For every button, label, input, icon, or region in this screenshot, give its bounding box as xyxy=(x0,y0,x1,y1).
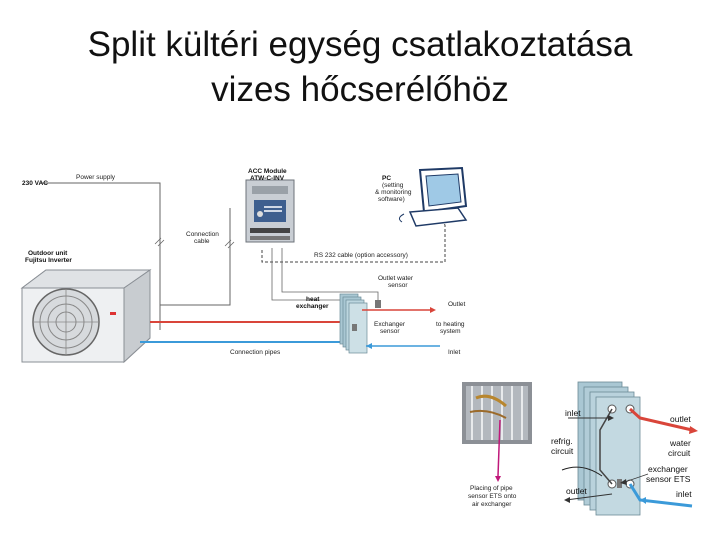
heating-label-1: to heating xyxy=(436,321,465,328)
acc-module xyxy=(245,179,295,243)
power-supply-label: Power supply xyxy=(76,174,116,181)
pc-line-4: software) xyxy=(378,196,405,203)
heat-exchanger xyxy=(339,293,368,354)
pc-line-2: (setting xyxy=(382,182,404,189)
exchanger-sensor-label-1: Exchanger xyxy=(374,321,406,328)
rs232-cable xyxy=(261,219,446,263)
detail-inlet-top: inlet xyxy=(565,408,581,418)
exchanger-sensor-label-2: sensor xyxy=(380,328,400,335)
outdoor-unit-label-2: Fujitsu Inverter xyxy=(25,257,72,264)
heat-exchanger-label-1: heat xyxy=(306,296,320,303)
connection-pipes-label: Connection pipes xyxy=(230,349,281,356)
detail-water-1: water xyxy=(669,438,691,448)
inlet-label: Inlet xyxy=(448,349,460,356)
sensor-photo: Placing of pipe sensor ETS onto air exch… xyxy=(462,382,532,508)
detail-exchanger: inlet outlet refrig. circuit water circu… xyxy=(551,381,698,516)
photo-label-3: air exchanger xyxy=(472,501,512,508)
detail-outlet-top: outlet xyxy=(670,414,691,424)
title-line-2: vizes hőcserélőhöz xyxy=(211,70,509,109)
slide-title: Split kültéri egység csatlakoztatása viz… xyxy=(0,22,720,112)
title-line-1: Split kültéri egység csatlakoztatása xyxy=(87,25,633,64)
detail-water-2: circuit xyxy=(668,448,691,458)
power-supply-wire xyxy=(40,182,161,330)
photo-label-1: Placing of pipe xyxy=(470,485,513,492)
pc-line-3: & monitoring xyxy=(375,189,412,196)
main-diagram: 230 VAC Power supply ACC Module ATW-C-IN… xyxy=(20,166,468,364)
connection-cable-label-2: cable xyxy=(194,238,210,245)
pc-icon xyxy=(398,166,468,227)
acc-module-model: ATW-C-INV xyxy=(250,175,285,182)
photo-label-2: sensor ETS onto xyxy=(468,493,517,500)
pc-title: PC xyxy=(382,175,391,182)
detail-inlet-bottom: inlet xyxy=(676,489,692,499)
outdoor-unit-label-1: Outdoor unit xyxy=(28,250,68,257)
front-plate xyxy=(595,396,641,516)
outdoor-unit xyxy=(20,269,152,364)
rs232-label: RS 232 cable (option accessory) xyxy=(314,252,408,259)
outlet-label: Outlet xyxy=(448,301,466,308)
acc-module-title: ACC Module xyxy=(248,168,287,175)
detail-exch-sensor-1: exchanger xyxy=(648,464,688,474)
voltage-label: 230 VAC xyxy=(22,180,48,187)
outlet-sensor-label-1: Outlet water xyxy=(378,275,414,282)
outlet-sensor-label-2: sensor xyxy=(388,282,408,289)
heating-label-2: system xyxy=(440,328,461,335)
detail-refrig-1: refrig. xyxy=(551,436,573,446)
detail-outlet-bottom: outlet xyxy=(566,486,587,496)
heat-exchanger-label-2: exchanger xyxy=(296,303,329,310)
detail-refrig-2: circuit xyxy=(551,446,574,456)
detail-exch-sensor-2: sensor ETS xyxy=(646,474,691,484)
connection-cable-label-1: Connection xyxy=(186,231,219,238)
